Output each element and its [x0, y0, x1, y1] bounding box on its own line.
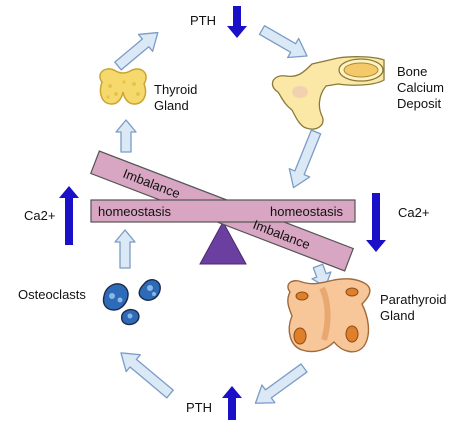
bone-label-line-1: Bone	[397, 64, 427, 79]
fulcrum-triangle	[199, 220, 247, 265]
ca-right-label: Ca2+	[398, 205, 429, 220]
arrow-seesaw-to-thyroid	[115, 119, 137, 153]
ca-down-arrow-icon	[366, 193, 386, 252]
homeostasis-right-label: homeostasis	[270, 204, 343, 219]
thyroid-label-line-1: Thyroid	[154, 82, 197, 97]
arrow-pth-to-bone	[258, 25, 308, 59]
cycle-arrows	[114, 25, 332, 404]
thyroid-label: Thyroid Gland	[154, 82, 201, 113]
level-indicators	[59, 6, 386, 420]
arrow-bone-to-seesaw	[288, 129, 322, 189]
arrow-thyroid-to-pth	[114, 31, 159, 71]
osteoclasts-illustration	[102, 279, 161, 326]
arrow-parathyroid-to-pth	[254, 363, 308, 404]
parathyroid-gland-illustration	[287, 278, 371, 353]
bone-label-line-3: Deposit	[397, 96, 441, 111]
ca-left-label: Ca2+	[24, 208, 55, 223]
parathyroid-label: Parathyroid Gland	[380, 292, 450, 323]
bone-label: Bone Calcium Deposit	[397, 64, 448, 111]
labels: PTH PTH Ca2+ Ca2+ Thyroid Gland Bone Cal…	[18, 13, 450, 415]
parathyroid-label-line-1: Parathyroid	[380, 292, 446, 307]
pth-bottom-label: PTH	[186, 400, 212, 415]
arrow-pth-to-osteoclasts	[120, 352, 174, 399]
parathyroid-label-line-2: Gland	[380, 308, 415, 323]
pth-top-label: PTH	[190, 13, 216, 28]
bone-illustration	[271, 56, 385, 130]
arrow-osteoclasts-to-seesaw	[114, 229, 136, 269]
thyroid-label-line-2: Gland	[154, 98, 189, 113]
homeostasis-left-label: homeostasis	[98, 204, 171, 219]
pth-down-arrow-icon	[227, 6, 247, 38]
thyroid-gland-illustration	[99, 68, 147, 105]
osteoclasts-label: Osteoclasts	[18, 287, 86, 302]
homeostasis-bar	[90, 199, 356, 223]
ca-up-arrow-icon	[59, 186, 79, 245]
pth-up-arrow-icon	[222, 386, 242, 420]
bone-label-line-2: Calcium	[397, 80, 444, 95]
